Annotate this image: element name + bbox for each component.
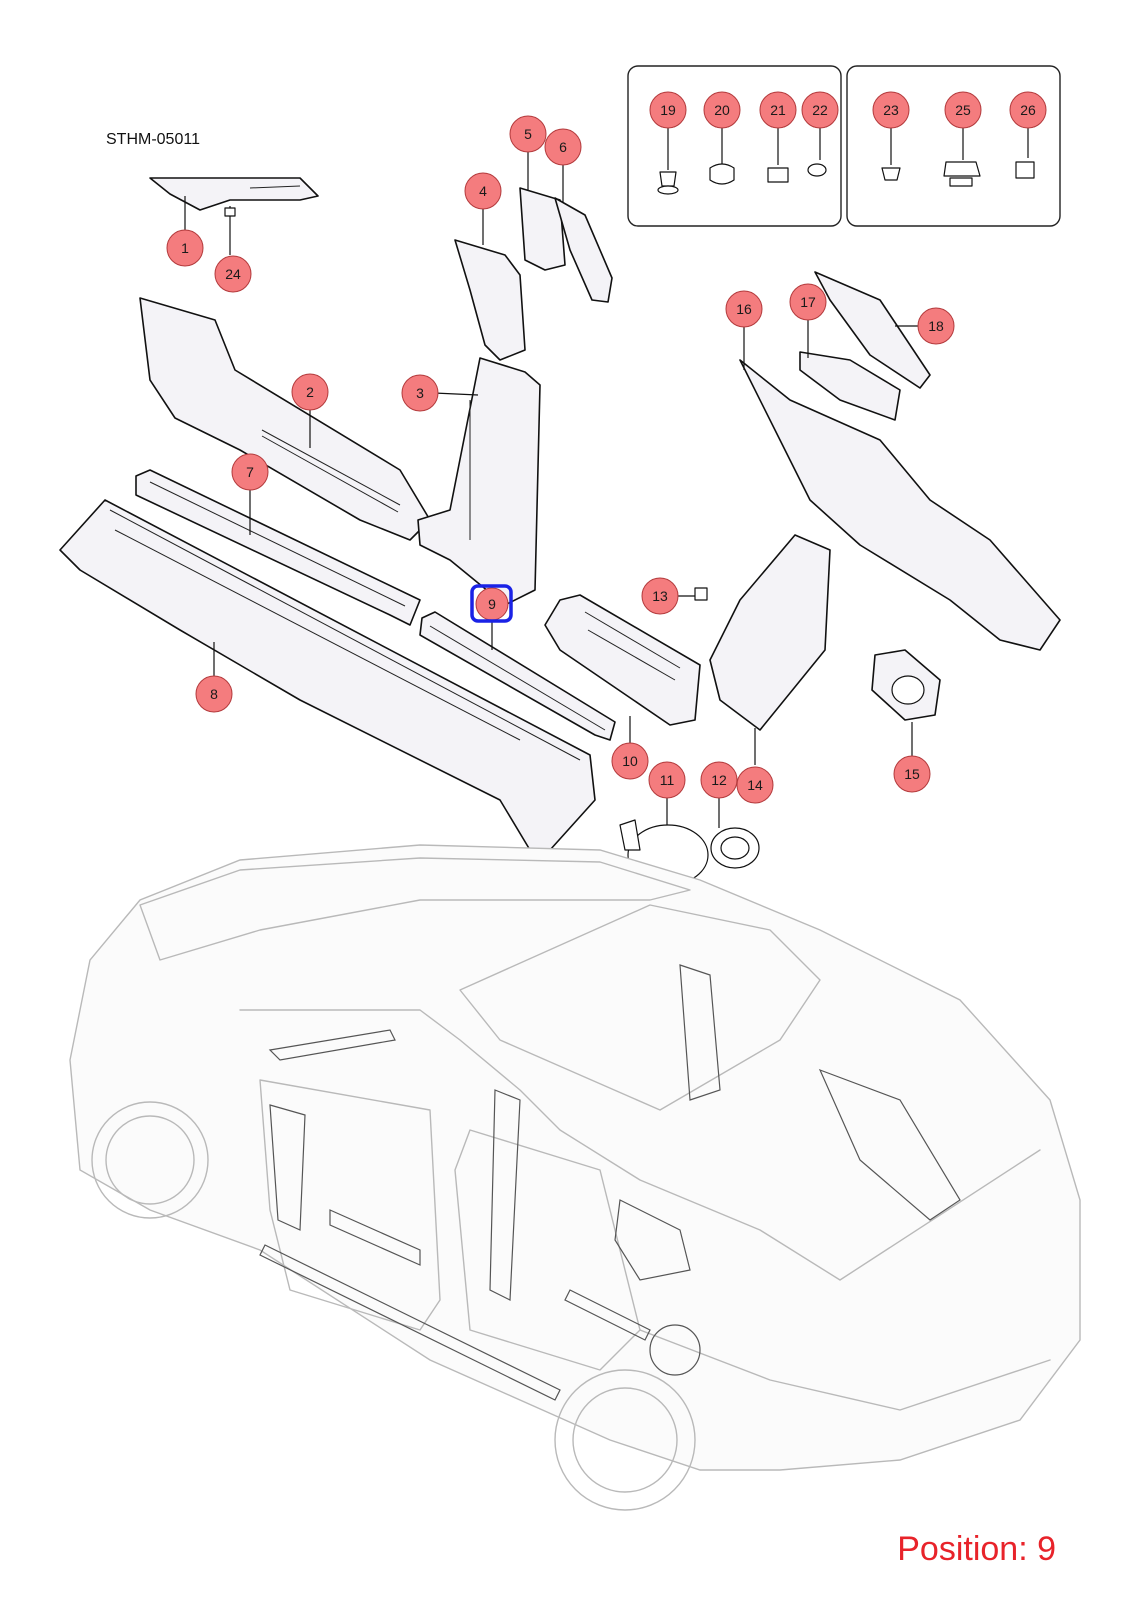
callout-18[interactable]: 18: [917, 307, 955, 345]
callout-6-label: 6: [559, 139, 567, 155]
callout-22-label: 22: [812, 102, 828, 118]
fastener-box-left: [627, 65, 842, 227]
part-7-drawing: [135, 469, 421, 626]
callout-4-label: 4: [479, 183, 487, 199]
callout-24-label: 24: [225, 266, 241, 282]
part-5-6-drawing: [519, 150, 613, 303]
callout-22[interactable]: 22: [801, 91, 839, 129]
callout-9-label: 9: [488, 596, 496, 612]
part-3-drawing: [417, 357, 541, 606]
callout-2-label: 2: [306, 384, 314, 400]
callout-23-label: 23: [883, 102, 899, 118]
callout-9[interactable]: 9: [470, 584, 513, 623]
callout-16-label: 16: [736, 301, 752, 317]
callout-20-label: 20: [714, 102, 730, 118]
callout-13[interactable]: 13: [641, 577, 679, 615]
callout-26-label: 26: [1020, 102, 1036, 118]
callout-25[interactable]: 25: [944, 91, 982, 129]
callout-5[interactable]: 5: [509, 115, 547, 153]
callout-24[interactable]: 24: [214, 255, 252, 293]
callout-7-label: 7: [246, 464, 254, 480]
callout-14-label: 14: [747, 777, 763, 793]
callout-1-label: 1: [181, 240, 189, 256]
part-10-drawing: [544, 594, 701, 745]
callout-26[interactable]: 26: [1009, 91, 1047, 129]
callout-19[interactable]: 19: [649, 91, 687, 129]
part-9-drawing: [419, 611, 616, 741]
callout-14[interactable]: 14: [736, 766, 774, 804]
callout-10-label: 10: [622, 753, 638, 769]
callout-10[interactable]: 10: [611, 742, 649, 780]
callout-19-label: 19: [660, 102, 676, 118]
callout-11[interactable]: 11: [648, 761, 686, 799]
part-13-14-drawing: [678, 534, 831, 765]
callout-12[interactable]: 12: [700, 761, 738, 799]
callout-23[interactable]: 23: [872, 91, 910, 129]
callout-8-label: 8: [210, 686, 218, 702]
callout-20[interactable]: 20: [703, 91, 741, 129]
callout-6[interactable]: 6: [544, 128, 582, 166]
callout-16[interactable]: 16: [725, 290, 763, 328]
fastener-22-drawing: [807, 110, 827, 177]
diagram-code: STHM-05011: [106, 131, 200, 148]
callouts: 1 2 3 4 5 6 7 8 9 10 11 12 13 14 15 16 1…: [166, 91, 1047, 804]
callout-9-highlight: [470, 584, 513, 623]
callout-5-label: 5: [524, 126, 532, 142]
car-body-drawing: [69, 844, 1081, 1511]
part-16-17-18-drawing: [739, 271, 1061, 651]
callout-18-label: 18: [928, 318, 944, 334]
callout-3[interactable]: 3: [401, 374, 439, 412]
callout-3-label: 3: [416, 385, 424, 401]
callout-17-label: 17: [800, 294, 816, 310]
callout-12-label: 12: [711, 772, 727, 788]
part-15-drawing: [871, 649, 941, 756]
position-label: Position: 9: [897, 1530, 1056, 1568]
callout-1[interactable]: 1: [166, 229, 204, 267]
callout-15[interactable]: 15: [893, 755, 931, 793]
callout-17[interactable]: 17: [789, 283, 827, 321]
callout-25-label: 25: [955, 102, 971, 118]
callout-4[interactable]: 4: [464, 172, 502, 210]
callout-13-label: 13: [652, 588, 668, 604]
callout-8[interactable]: 8: [195, 675, 233, 713]
part-1-drawing: [149, 177, 319, 255]
callout-2[interactable]: 2: [291, 373, 329, 411]
callout-11-label: 11: [660, 772, 675, 788]
callout-21-label: 21: [770, 102, 786, 118]
part-4-drawing: [454, 208, 526, 361]
callout-15-label: 15: [904, 766, 920, 782]
callout-7[interactable]: 7: [231, 453, 269, 491]
callout-21[interactable]: 21: [759, 91, 797, 129]
